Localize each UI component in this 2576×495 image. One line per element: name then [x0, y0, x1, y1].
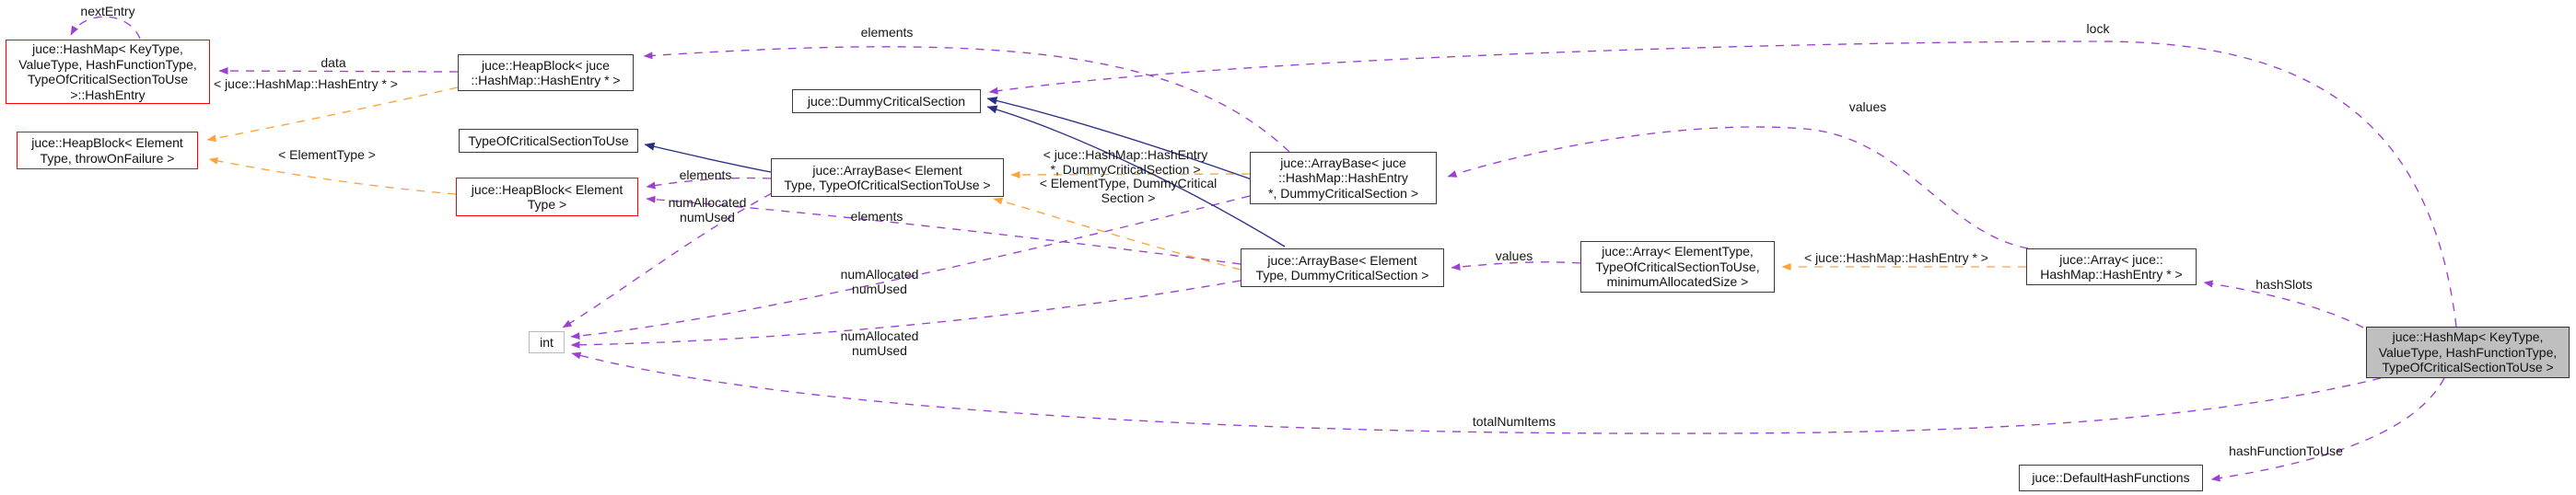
node-arraybase-hashentry-ptr[interactable]: juce::ArrayBase< juce ::HashMap::HashEnt…: [1250, 152, 1437, 204]
edge-tmpl-heapblock-elementtype: [208, 156, 457, 195]
edge-inherit-dummycs-2: [986, 105, 1286, 248]
node-hashmap-hashentry: juce::HashMap< KeyType, ValueType, HashF…: [6, 40, 210, 104]
edge-numallocated-1: [562, 192, 773, 328]
node-array-hashentry-ptr[interactable]: juce::Array< juce:: HashMap::HashEntry *…: [2026, 248, 2197, 285]
label-template-hashentry-ptr-2: < juce::HashMap::HashEntry * >: [1804, 250, 1988, 265]
edge-elements-top: [643, 46, 1290, 153]
node-array-generic[interactable]: juce::Array< ElementType, TypeOfCritical…: [1580, 241, 1775, 293]
label-nextentry: nextEntry: [80, 4, 135, 18]
edge-hashslots: [2203, 280, 2364, 328]
edge-numallocated-3: [570, 280, 1241, 349]
edge-values-top: [1447, 126, 2029, 249]
label-elements-mid2: elements: [850, 209, 903, 224]
node-heapblock-hashentry-ptr[interactable]: juce::HeapBlock< juce ::HashMap::HashEnt…: [458, 54, 634, 91]
edge-elements-mid1: [646, 177, 772, 190]
edge-elements-mid2: [646, 195, 1241, 265]
edge-lock: [988, 40, 2457, 328]
edge-inherit-dummycs-1: [986, 97, 1253, 180]
node-hashmap-current: juce::HashMap< KeyType, ValueType, HashF…: [2366, 327, 2570, 378]
node-heapblock-elementtype: juce::HeapBlock< Element Type >: [456, 178, 638, 216]
edge-values-mid: [1451, 261, 1581, 271]
label-template-elementtype: < ElementType >: [278, 147, 376, 162]
label-template-hashentry-ptr-1: < juce::HashMap::HashEntry * >: [214, 76, 398, 91]
label-elements-top: elements: [860, 25, 914, 40]
node-arraybase-generic[interactable]: juce::ArrayBase< Element Type, TypeOfCri…: [771, 158, 1004, 197]
node-arraybase-elementtype[interactable]: juce::ArrayBase< Element Type, DummyCrit…: [1241, 248, 1444, 287]
label-hashfunctiontouse: hashFunctionToUse: [2229, 443, 2343, 458]
node-defaulthashfunctions[interactable]: juce::DefaultHashFunctions: [2019, 465, 2203, 491]
node-typeofcriticalsectiontouse[interactable]: TypeOfCriticalSectionToUse: [459, 129, 638, 153]
label-numallocated-1: numAllocated numUsed: [668, 195, 747, 224]
label-values-top: values: [1848, 99, 1887, 114]
edge-data: [218, 67, 459, 75]
edge-inherit-typeofcs: [644, 142, 772, 173]
label-lock: lock: [2086, 21, 2110, 36]
label-data: data: [321, 55, 346, 70]
label-totalnumitems: totalNumItems: [1472, 414, 1556, 429]
label-template-arraybase-hashentry: < juce::HashMap::HashEntry *, DummyCriti…: [1043, 147, 1208, 177]
node-heapblock-generic: juce::HeapBlock< Element Type, throwOnFa…: [17, 132, 198, 169]
label-hashslots: hashSlots: [2255, 277, 2313, 292]
edge-tmpl-arraybase-elementtype: [993, 197, 1241, 271]
node-dummycriticalsection[interactable]: juce::DummyCriticalSection: [792, 89, 981, 113]
label-template-arraybase-elementtype: < ElementType, DummyCritical Section >: [1039, 176, 1218, 205]
label-elements-mid1: elements: [679, 167, 732, 182]
label-numallocated-2: numAllocated numUsed: [840, 267, 919, 296]
edge-nextentry: [70, 16, 141, 40]
label-numallocated-3: numAllocated numUsed: [840, 328, 919, 358]
edge-tmpl-heapblock-hashentry: [206, 86, 459, 143]
edge-hashfunctiontouse: [2210, 377, 2445, 482]
label-values-mid: values: [1495, 248, 1533, 263]
node-int: int: [529, 331, 565, 353]
